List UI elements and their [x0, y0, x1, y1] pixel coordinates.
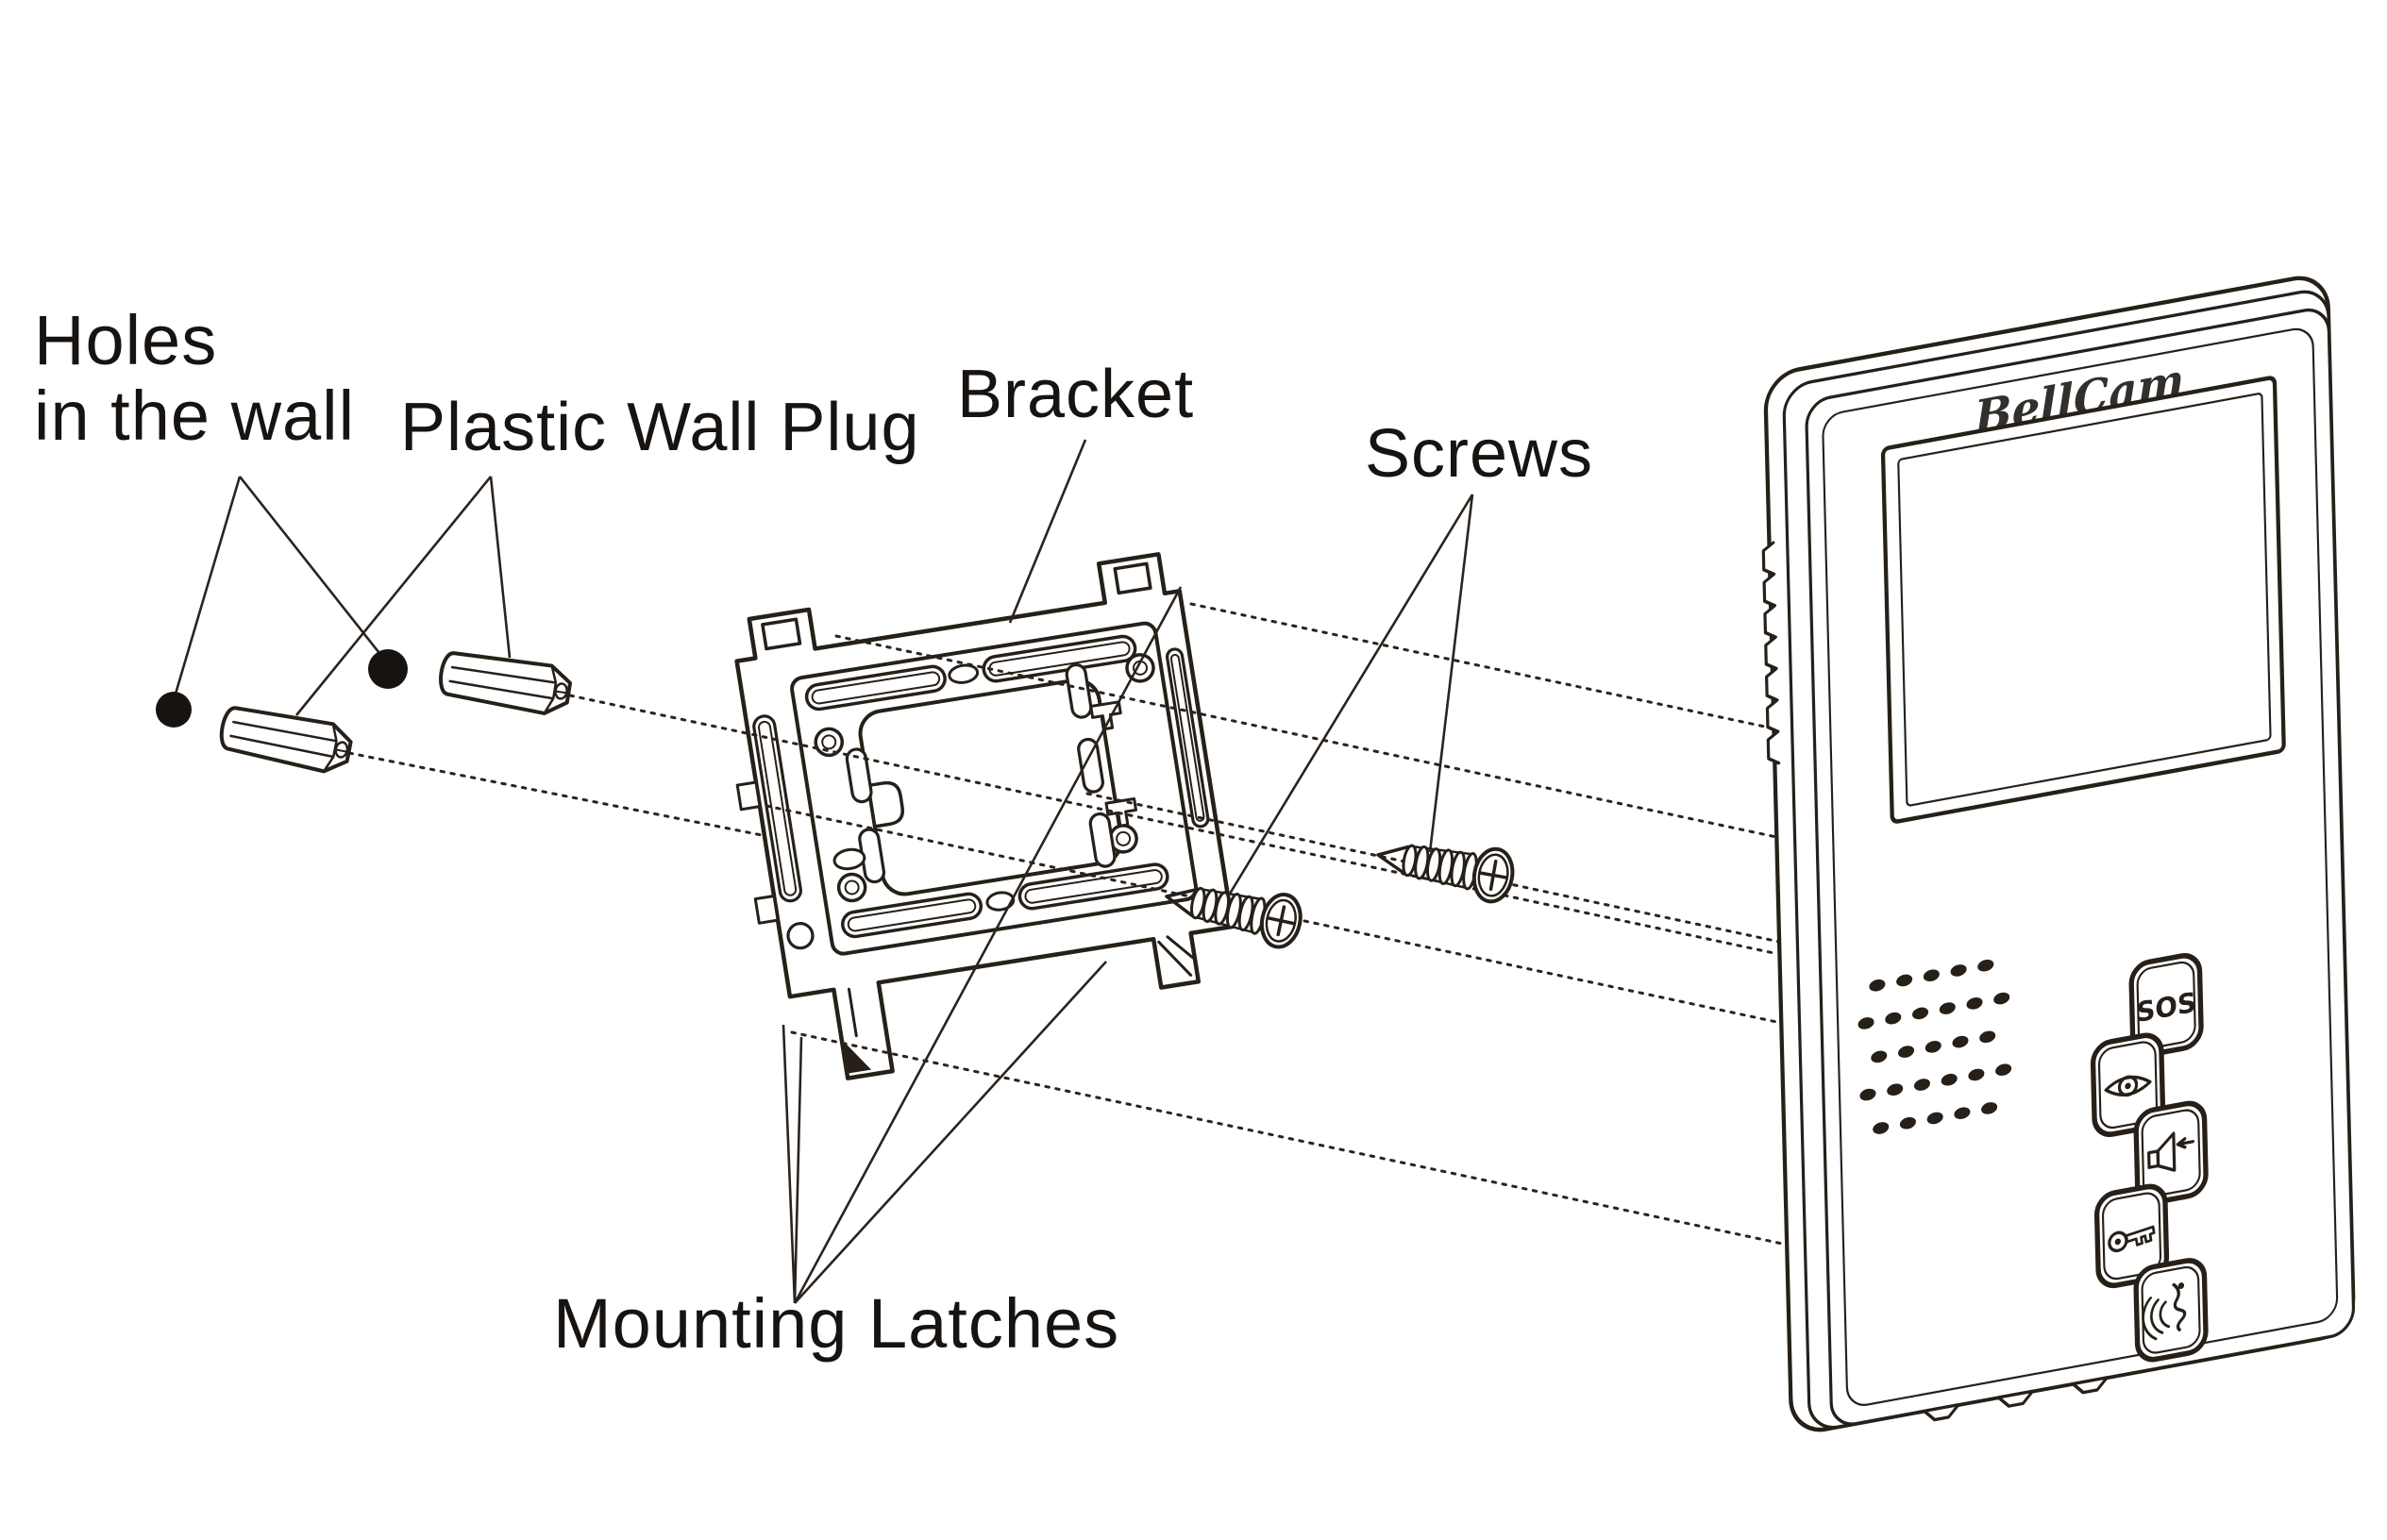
- bracket-ear-hole-left: [761, 617, 802, 651]
- bracket-slot-inner: [1024, 869, 1163, 904]
- bracket-bottom-latch-right: [1157, 935, 1195, 977]
- holes-label-line2: in the wall: [34, 377, 355, 455]
- eye-icon: [2104, 1075, 2152, 1097]
- latches-label: Mounting Latches: [553, 1284, 1119, 1363]
- bracket-slot: [982, 634, 1137, 683]
- guide-line: [347, 751, 768, 838]
- latches-leader: [782, 586, 1183, 1304]
- bracket-slot: [841, 892, 983, 939]
- bracket-oval-hole: [948, 663, 980, 684]
- bracket-vslot: [1065, 662, 1093, 719]
- wall-plug-2: [439, 651, 573, 715]
- screws-label: Screws: [1365, 416, 1593, 492]
- device-screen: [1880, 376, 2286, 824]
- screw-1: [1165, 886, 1303, 949]
- bracket-screw-hole: [814, 727, 844, 758]
- device-monitor: BellCam SOS: [1761, 276, 2356, 1432]
- guide-line: [1189, 602, 1775, 730]
- wall-hole-1: [156, 692, 192, 728]
- bracket-ear-hole-right: [1113, 561, 1152, 595]
- wall-hole-2: [368, 649, 408, 689]
- bracket-screw-hole-inner: [1116, 830, 1132, 846]
- bracket-slot-inner: [811, 671, 941, 705]
- bracket-oval-hole: [832, 847, 866, 871]
- screws-leader: [1228, 494, 1474, 895]
- device-front-bezel: [1822, 327, 2339, 1406]
- bracket-screw-hole-inner: [1133, 660, 1149, 676]
- phillips-cross-icon: [1479, 860, 1507, 892]
- wall-plug-1: [219, 706, 353, 774]
- device-bottom-notches: [1923, 1376, 2109, 1422]
- speaker-arrow-icon: [2147, 1131, 2194, 1172]
- phillips-cross-icon: [1267, 905, 1295, 937]
- bracket-vslot: [1088, 812, 1117, 868]
- bracket-cutout-notch: [866, 780, 905, 829]
- bracket-slot-inner: [847, 898, 977, 932]
- monitor-button: [2090, 1032, 2166, 1137]
- wall-plug-label: Plastic Wall Plug: [400, 390, 920, 465]
- bracket-screw-hole: [836, 872, 867, 903]
- bracket-vslot: [845, 747, 873, 804]
- device-side-ribs: [1761, 541, 1781, 765]
- unlock-button: [2093, 1183, 2170, 1289]
- device-screen-inner: [1897, 393, 2272, 807]
- speaker-button: [2133, 1100, 2209, 1205]
- bracket-vslot: [1077, 737, 1104, 794]
- bracket-side-tab: [735, 780, 762, 812]
- bracket-label: Bracket: [957, 357, 1194, 432]
- holes-leader: [172, 476, 388, 701]
- talk-face-icon: [2142, 1282, 2187, 1341]
- holes-label-line1: Holes: [34, 301, 217, 379]
- bracket-leader: [1008, 439, 1087, 624]
- guide-line: [568, 694, 1780, 956]
- leader-lines: [172, 439, 1474, 1304]
- bracket-left-rail-slot-inner: [757, 720, 798, 896]
- bracket-bottom-latch-left: [847, 987, 858, 1038]
- bracket-right-rail-slot-inner: [1169, 653, 1205, 822]
- bracket-drawing: [734, 552, 1236, 1080]
- guide-line: [834, 634, 1778, 839]
- key-icon: [2108, 1225, 2156, 1253]
- screw-2: [1376, 844, 1515, 904]
- wall-plug-leader: [294, 476, 512, 716]
- bracket-rail-hole: [786, 922, 815, 950]
- bracket-latch-tab: [1089, 700, 1122, 730]
- talk-button: [2133, 1258, 2209, 1363]
- guide-line: [790, 1030, 1789, 1247]
- bracket-side-tab: [753, 895, 780, 925]
- bracket-bottom-latch-left-hook: [844, 1041, 872, 1074]
- sos-button: SOS: [2128, 953, 2204, 1058]
- bracket-screw-hole-inner: [821, 734, 837, 750]
- bracket-slot: [804, 664, 947, 711]
- speaker-grille: [1857, 959, 2012, 1134]
- bracket-screw-hole-inner: [844, 879, 860, 896]
